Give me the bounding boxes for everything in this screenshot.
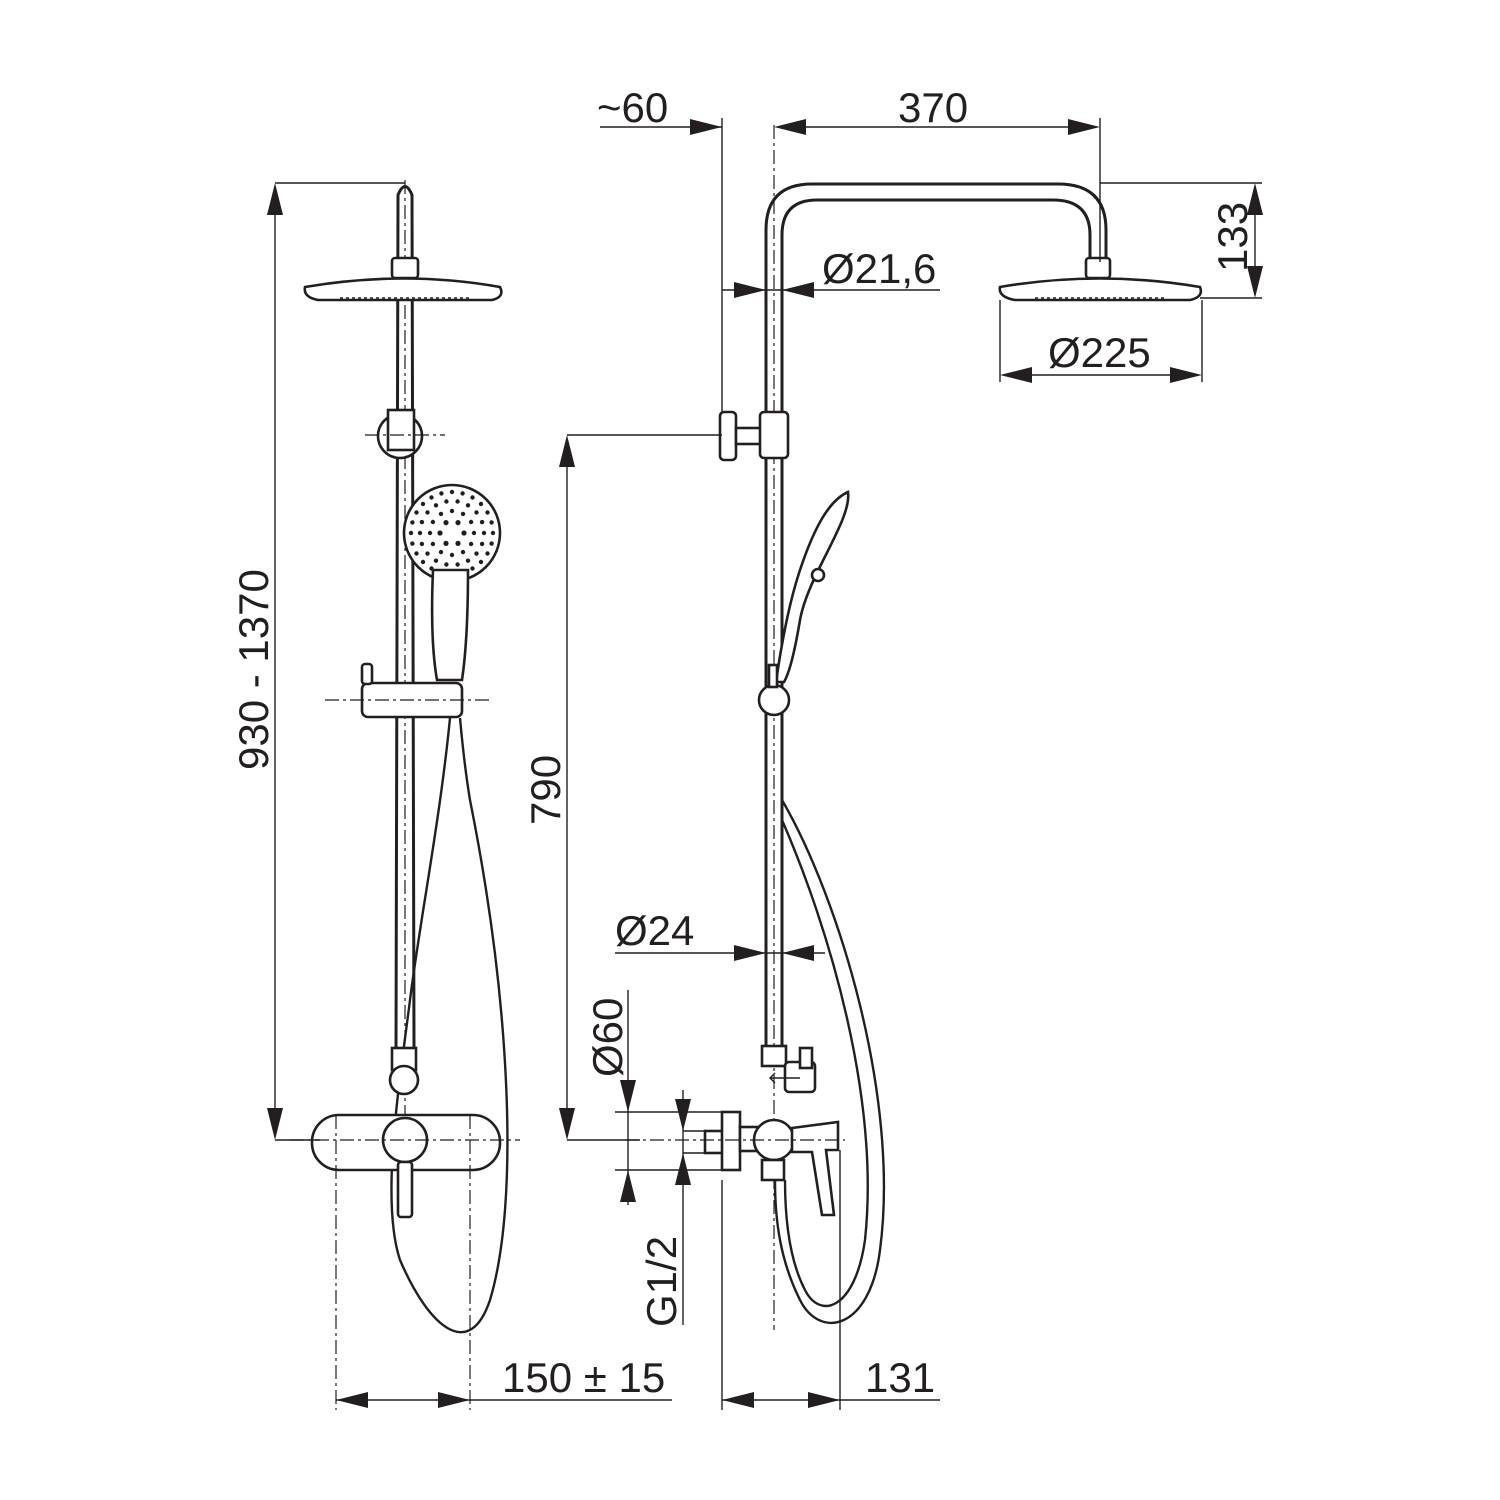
nozzle-dot: [410, 541, 415, 546]
nozzle-dot: [479, 541, 485, 547]
nozzle-dot: [425, 510, 430, 515]
arm-length-label: 370: [898, 84, 968, 131]
nozzle-dot: [460, 511, 466, 517]
overhead-shower-front: [303, 277, 503, 302]
nozzle-dot: [455, 540, 461, 547]
nozzle-dot: [470, 566, 475, 571]
nozzle-dot: [485, 551, 490, 556]
nozzle-dot: [470, 495, 475, 500]
nozzle-dot: [410, 520, 415, 525]
nozzle-dot: [439, 491, 444, 496]
nozzle-dot: [443, 520, 449, 526]
hand-shower-handle-front: [430, 568, 470, 682]
nozzle-dot: [438, 549, 444, 555]
inlet-nut: [703, 1129, 725, 1155]
nozzle-dot: [468, 541, 474, 547]
head-height-label: 133: [1209, 202, 1256, 272]
escutcheon-diameter-label: Ø60: [584, 998, 631, 1077]
nozzle-dot: [465, 558, 471, 563]
front-view: [290, 180, 520, 1410]
nozzle-dot: [490, 530, 496, 536]
nozzle-dot: [478, 559, 484, 565]
dimension-labels: 930 - 1370 790 ~60 370 133 Ø21,6 Ø225 Ø2…: [230, 84, 1256, 1401]
wall-bracket-side: [718, 410, 738, 462]
nozzle-dot: [455, 499, 460, 504]
nozzle-dot: [449, 508, 455, 514]
nozzle-dot: [471, 530, 477, 536]
nozzle-dot: [419, 541, 425, 547]
nozzle-dot: [489, 520, 494, 525]
nozzle-dot: [455, 520, 461, 526]
head-diameter-label: Ø225: [1048, 329, 1151, 376]
wall-offset-label: ~60: [597, 84, 668, 131]
nozzle-dot: [419, 519, 425, 525]
nozzle-dot: [414, 551, 419, 556]
nozzle-dot: [481, 530, 487, 536]
nozzle-dot: [478, 501, 484, 507]
nozzle-dot: [461, 530, 467, 536]
nozzle-dot: [438, 511, 444, 517]
nozzle-dot: [427, 530, 433, 536]
dimension-lines: [267, 118, 1263, 1410]
hand-shower-side: [774, 490, 850, 684]
nozzle-dot: [420, 501, 426, 507]
nozzle-dot: [489, 541, 494, 546]
nozzle-dot: [449, 552, 455, 558]
connection-spacing-label: 150 ± 15: [502, 1354, 665, 1401]
nozzle-dot: [417, 530, 423, 536]
nozzle-dot: [474, 551, 479, 556]
nozzle-dot: [414, 510, 419, 515]
outlet-height-label: 790: [522, 755, 569, 825]
nozzle-dot: [479, 519, 485, 525]
pipe-top-diameter-label: Ø21,6: [822, 245, 936, 292]
nozzle-dot: [429, 495, 434, 500]
nozzle-dot: [444, 499, 449, 504]
nozzle-dot: [430, 541, 436, 547]
pipe-bottom-diameter-label: Ø24: [615, 907, 694, 954]
nozzle-dot: [433, 503, 439, 508]
nozzle-dot: [485, 510, 490, 515]
nozzle-dot: [408, 530, 414, 536]
nozzle-dot: [420, 559, 426, 565]
total-height-label: 930 - 1370: [230, 569, 277, 770]
nozzle-dot: [433, 558, 439, 563]
nozzle-dot: [437, 530, 443, 536]
nozzle-dot: [460, 549, 466, 555]
thread-label: G1/2: [638, 1236, 685, 1327]
mixer-projection-label: 131: [865, 1354, 935, 1401]
overhead-shower-side: [998, 277, 1203, 302]
nozzle-dot: [460, 491, 465, 496]
nozzle-dot: [443, 540, 449, 547]
nozzle-dot: [455, 562, 460, 567]
nozzle-dot: [449, 489, 455, 495]
side-view: [625, 125, 1203, 1330]
nozzle-dot: [465, 503, 471, 508]
nozzle-dot: [468, 519, 474, 525]
nozzle-dot: [474, 510, 479, 515]
mixer-lever-side: [790, 1120, 840, 1217]
nozzle-dot: [444, 562, 449, 567]
nozzle-dot: [425, 551, 430, 556]
nozzle-dot: [430, 519, 436, 525]
